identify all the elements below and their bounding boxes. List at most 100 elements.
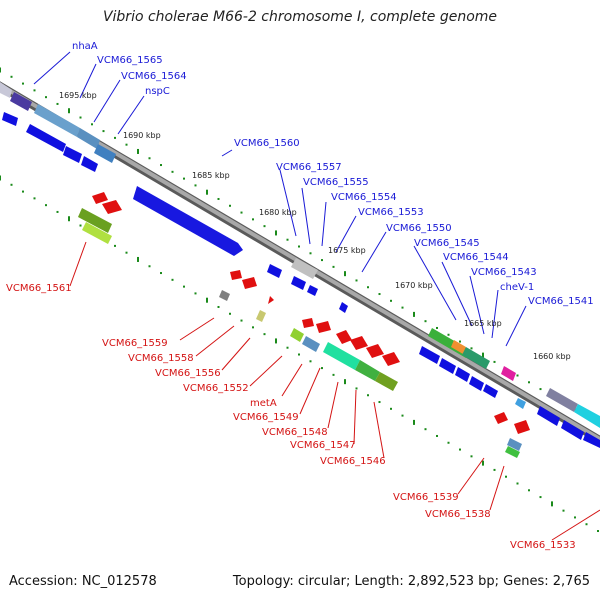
gene-vcm66-1539[interactable] [507,438,522,451]
scale-tick [516,482,519,485]
gene-vcm66-1559[interactable] [219,290,230,301]
gene-label[interactable]: VCM66_1548 [262,427,328,438]
gene-arrow[interactable] [561,420,584,440]
gene-arrow[interactable] [63,146,82,163]
gene-label[interactable]: VCM66_1554 [331,192,397,203]
gene-vcm66-1538[interactable] [505,446,520,458]
gene-arrow[interactable] [336,330,352,344]
gene-vcm66-1560[interactable] [133,186,243,256]
gene-arrow[interactable] [26,124,66,152]
scale-tick [355,279,358,282]
gene-label[interactable]: VCM66_1543 [471,267,537,278]
gene-label[interactable]: VCM66_1549 [233,412,299,423]
scale-tick [0,175,1,181]
scale-tick [160,272,162,275]
scale-tick [309,252,312,255]
gene-label[interactable]: VCM66_1556 [155,368,221,379]
gene-arrow[interactable] [514,420,530,434]
forward-genes [0,82,600,448]
gene-arrow[interactable] [419,346,440,364]
gene-label[interactable]: VCM66_1558 [128,353,194,364]
gene-vcm66-1565[interactable] [34,104,80,137]
gene-nhaA[interactable] [10,92,32,111]
gene-label[interactable]: VCM66_1561 [6,283,72,294]
gene-vcm66-1541[interactable] [574,404,600,428]
gene-label[interactable]: VCM66_1533 [510,540,576,551]
genome-summary-text: Topology: circular; Length: 2,892,523 bp… [232,574,590,589]
gene-label[interactable]: VCM66_1564 [121,71,187,82]
scale-tick [470,455,473,458]
gene-arrow[interactable] [0,82,12,98]
gene-vcm66-1564[interactable] [77,128,100,149]
gene-arrow[interactable] [483,384,498,398]
gene-arrow[interactable] [102,200,122,214]
gene-label[interactable]: VCM66_1547 [290,440,356,451]
gene-label[interactable]: VCM66_1546 [320,456,386,467]
gene-label[interactable]: VCM66_1545 [414,238,480,249]
gene-label[interactable]: metA [250,398,277,409]
gene-vcm66-1561[interactable] [78,208,112,233]
scale-label: 1680 kbp [259,208,297,217]
gene-arrow[interactable] [242,277,257,289]
gene-nspC[interactable] [94,144,116,163]
gene-arrow[interactable] [439,358,456,374]
scale-tick [344,379,346,385]
gene-arrow[interactable] [267,264,282,278]
gene-label[interactable]: VCM66_1553 [358,207,424,218]
gene-arrow[interactable] [382,352,400,366]
gene-label[interactable]: VCM66_1560 [234,138,300,149]
scale-tick [390,407,392,410]
gene-vcm66-1545[interactable] [451,340,466,354]
gene-metA[interactable] [302,336,320,352]
gene-vcm66-1556[interactable] [256,310,266,322]
scale-tick [585,523,588,526]
scale-tick [10,183,13,186]
gene-arrow[interactable] [339,302,348,313]
gene-arrow[interactable] [583,432,600,448]
gene-arrow[interactable] [302,318,314,328]
gene-arrow[interactable] [455,367,470,382]
gene-vcm66-1552[interactable] [290,328,304,342]
gene-arrow[interactable] [82,222,112,244]
scale-tick [194,292,197,295]
gene-label[interactable]: VCM66_1555 [303,177,369,188]
gene-arrow[interactable] [81,156,98,172]
gene-cheV-1[interactable] [501,366,516,381]
gene-arrow[interactable] [494,412,508,424]
reverse-gene-labels: VCM66_1561 VCM66_1559 VCM66_1558 VCM66_1… [6,283,576,551]
gene-label[interactable]: VCM66_1552 [183,383,249,394]
gene-arrow[interactable] [291,276,306,290]
gene-label[interactable]: VCM66_1539 [393,492,459,503]
gene-arrow[interactable] [2,112,18,126]
gene-arrow[interactable] [230,270,242,280]
gene-label[interactable]: VCM66_1544 [443,252,509,263]
scale-tick [22,82,24,85]
gene-label[interactable]: VCM66_1559 [102,338,168,349]
scale-tick [424,428,427,431]
gene-vcm66-1549[interactable] [323,342,360,370]
gene-arrow[interactable] [546,388,578,412]
gene-arrow[interactable] [515,398,526,409]
gene-arrow[interactable] [469,376,484,391]
gene-label[interactable]: nhaA [72,41,98,52]
gene-label[interactable]: VCM66_1550 [386,223,452,234]
gene-label[interactable]: VCM66_1541 [528,296,594,307]
gene-arrow[interactable] [366,344,384,358]
gene-arrow[interactable] [350,336,368,350]
gene-arrow[interactable] [537,406,560,426]
gene-vcm66-1547[interactable] [375,372,398,391]
gene-vcm66-1558[interactable] [268,296,274,304]
gene-arrow[interactable] [307,285,318,296]
scale-label: 1670 kbp [395,281,433,290]
gene-vcm66-1548[interactable] [355,360,380,381]
gene-vcm66-1544[interactable] [462,347,490,369]
gene-label[interactable]: VCM66_1565 [97,55,163,66]
gene-label[interactable]: VCM66_1557 [276,162,342,173]
gene-arrow[interactable] [316,321,331,333]
gene-vcm66-1557[interactable] [291,258,318,279]
scale-tick [33,89,36,92]
gene-label[interactable]: nspC [145,86,170,97]
gene-label[interactable]: VCM66_1538 [425,509,491,520]
gene-arrow[interactable] [92,192,108,204]
gene-label[interactable]: cheV-1 [500,282,534,293]
